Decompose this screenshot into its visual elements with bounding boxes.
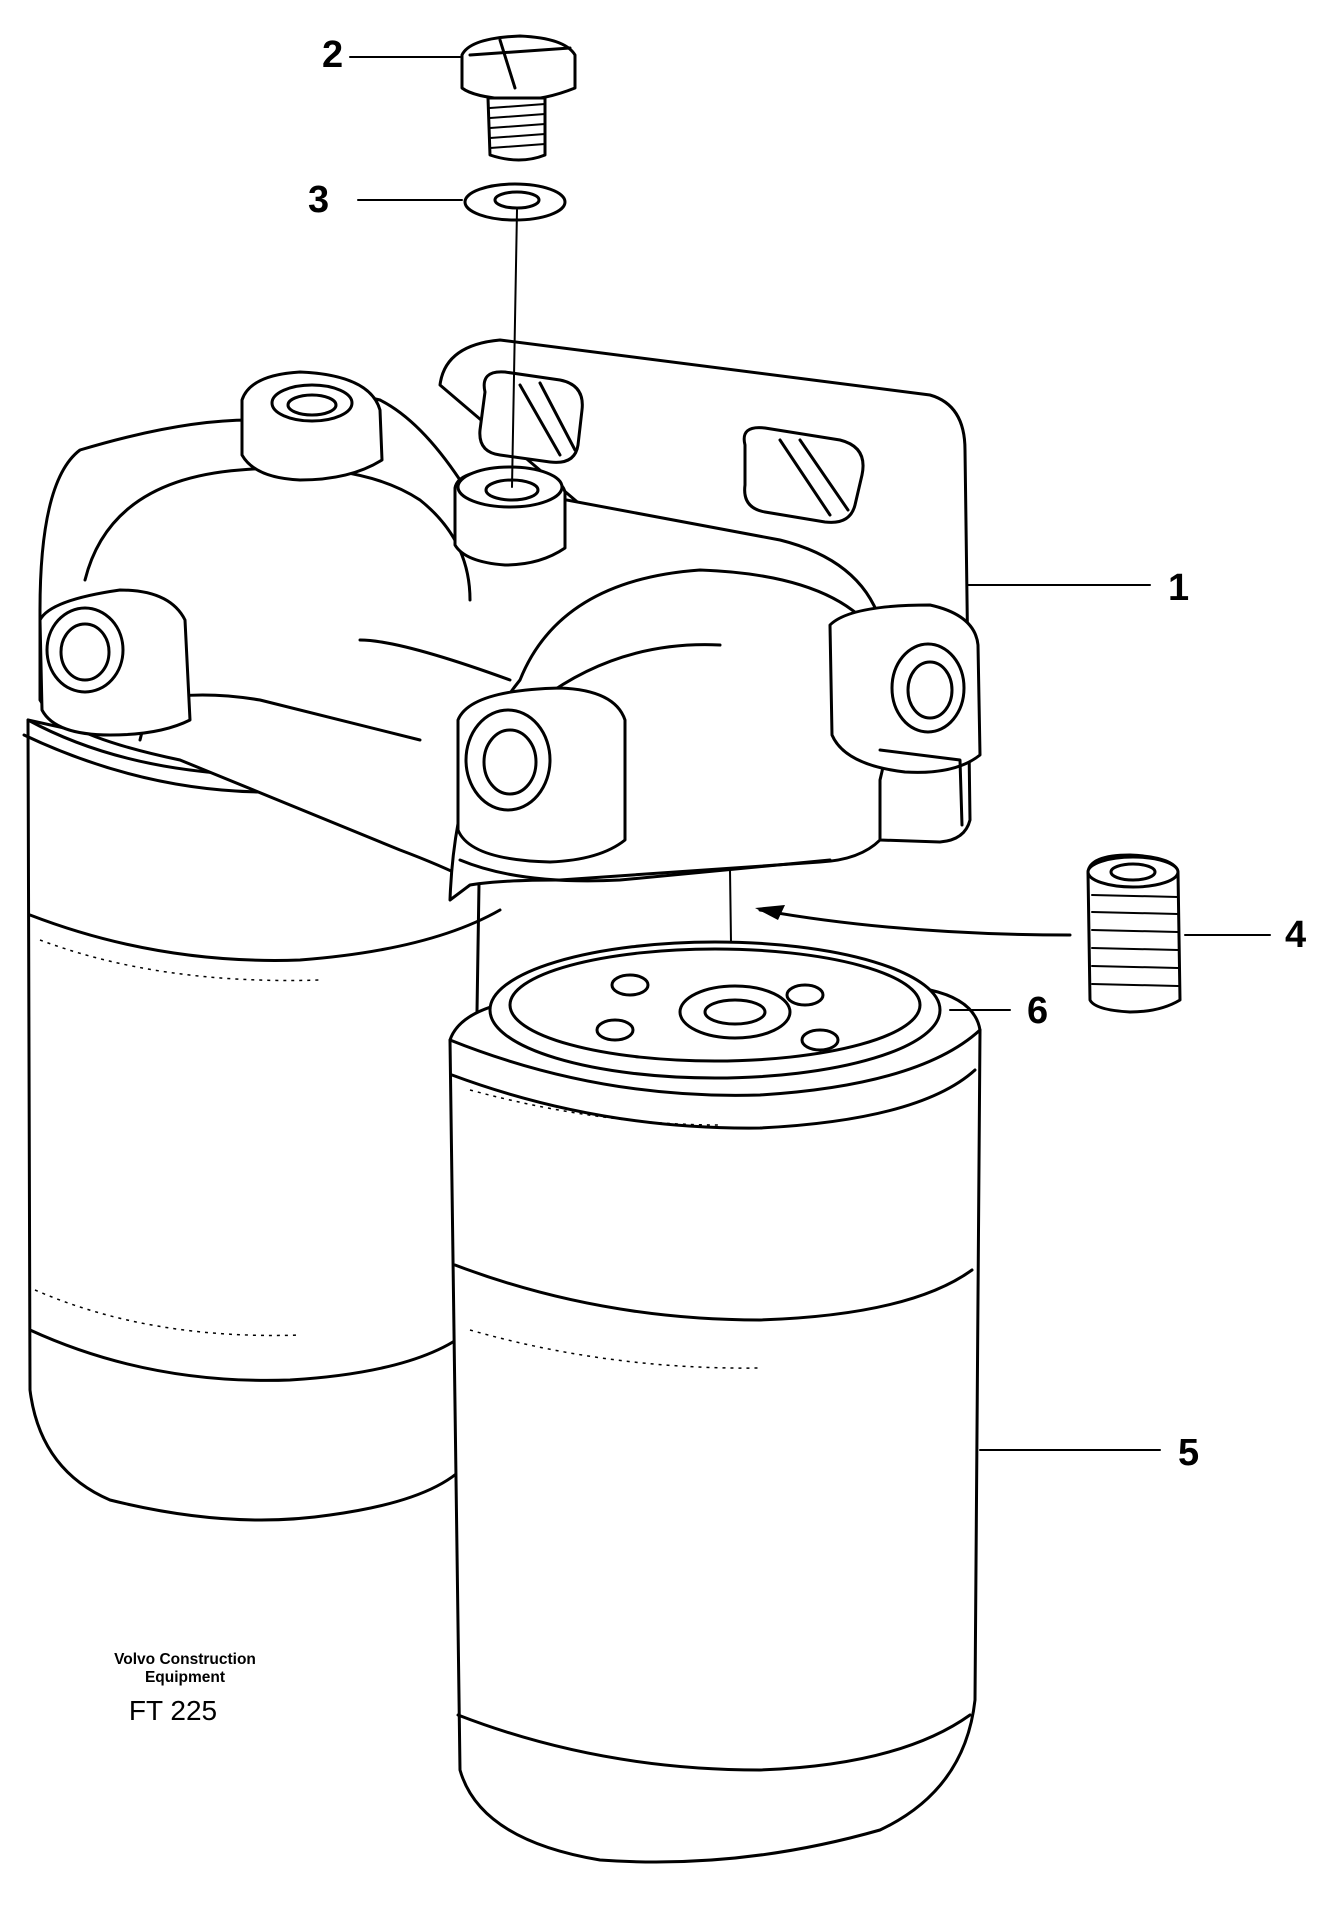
caption-company-line1: Volvo Construction [114, 1651, 256, 1668]
callout-5: 5 [1178, 1432, 1199, 1474]
caption-company-line2: Equipment [145, 1669, 225, 1686]
caption-figure-code: FT 225 [129, 1695, 217, 1726]
callout-6: 6 [1027, 990, 1048, 1032]
callout-4: 4 [1285, 914, 1306, 956]
filter-head-bracket [38, 338, 982, 902]
sealing-washer [463, 182, 567, 222]
filter-canister [448, 940, 982, 1864]
callout-1: 1 [1168, 567, 1189, 609]
callout-2: 2 [322, 34, 343, 76]
bleed-plug [460, 34, 577, 162]
threaded-nipple [1086, 853, 1182, 1014]
callout-3: 3 [308, 179, 329, 221]
